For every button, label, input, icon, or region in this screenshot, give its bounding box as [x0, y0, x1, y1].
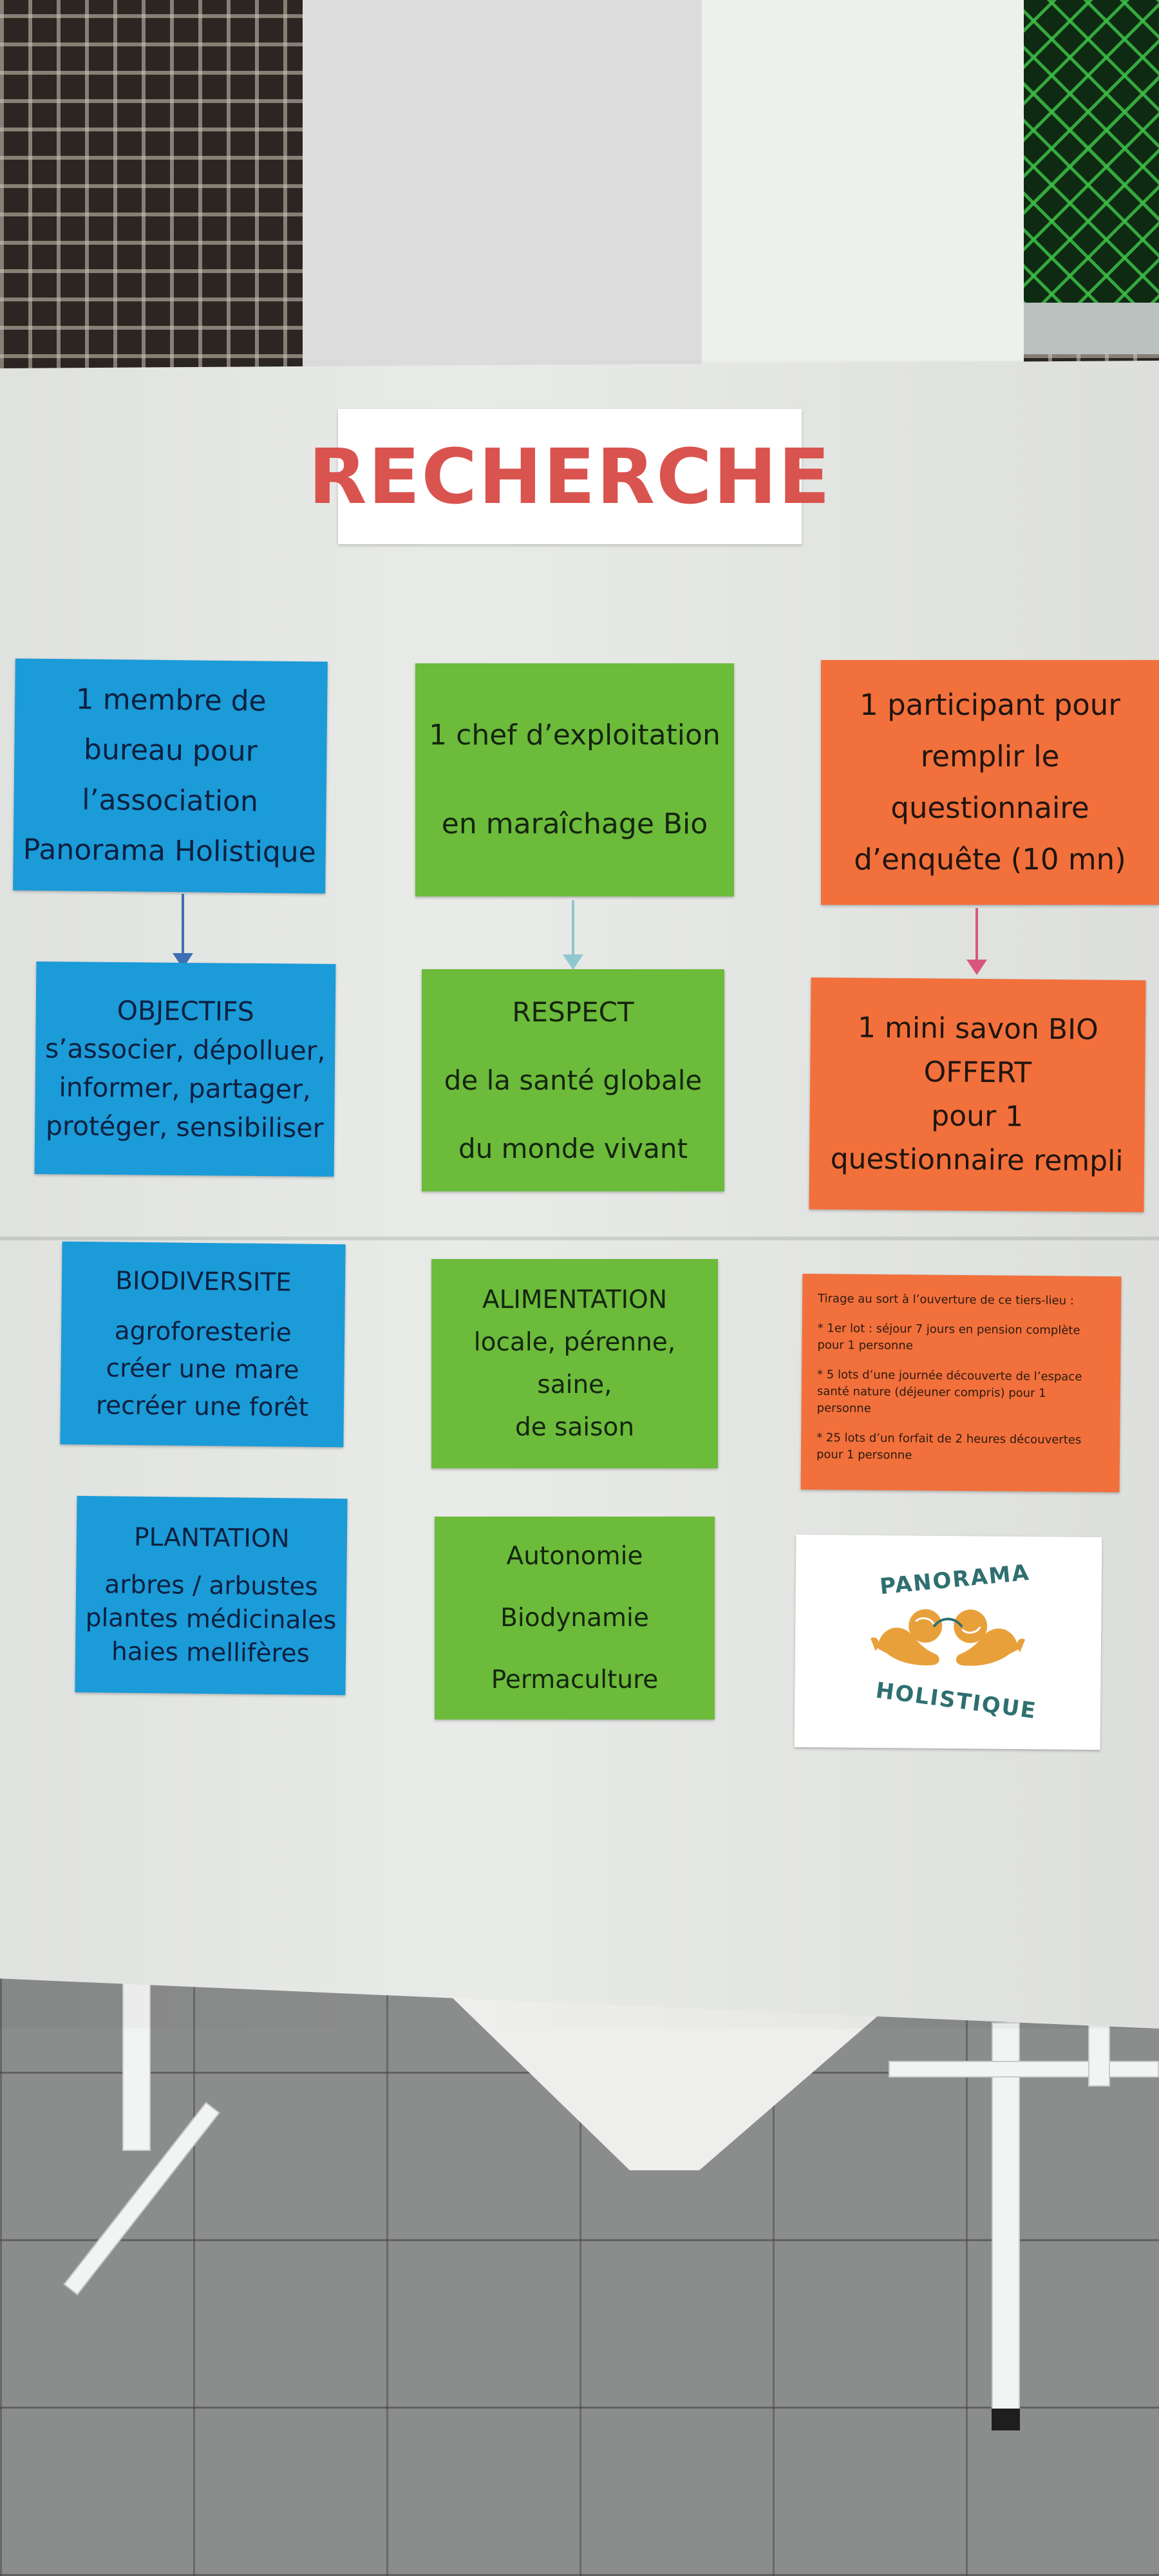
card-line: 1 membre de: [75, 683, 267, 718]
card-respect: RESPECT de la santé globale du monde viv…: [422, 969, 724, 1191]
card-line: Panorama Holistique: [23, 833, 317, 869]
card-lottery: Tirage au sort à l’ouverture de ce tiers…: [800, 1273, 1122, 1493]
card-line: de la santé globale: [444, 1064, 702, 1096]
card-line: OBJECTIFS: [117, 995, 255, 1027]
card-line: recréer une forêt: [95, 1390, 309, 1423]
stand-rear-leg: [1088, 2022, 1110, 2087]
pillar-right: [702, 0, 1024, 367]
green-lit-ceiling: [1017, 0, 1159, 335]
card-line: remplir le: [920, 739, 1060, 773]
board-title: RECHERCHE: [308, 432, 832, 521]
lottery-intro: Tirage au sort à l’ouverture de ce tiers…: [818, 1292, 1074, 1308]
card-line: de saison: [514, 1412, 635, 1442]
pillar: [303, 0, 702, 386]
card-objectives: OBJECTIFS s’associer, dépolluer, informe…: [34, 961, 336, 1177]
card-line: du monde vivant: [458, 1132, 688, 1164]
stand-rear-bar: [889, 2061, 1159, 2078]
lottery-prize-line: pour 1 personne: [817, 1338, 913, 1353]
card-practices: Autonomie Biodynamie Permaculture: [435, 1517, 715, 1719]
card-line: questionnaire rempli: [830, 1142, 1124, 1178]
card-line: d’enquête (10 mn): [854, 842, 1126, 876]
card-soap-offer: 1 mini savon BIO OFFERT pour 1 questionn…: [809, 977, 1146, 1213]
stand-leg-right-cap: [992, 2409, 1020, 2430]
card-line: informer, partager,: [59, 1072, 312, 1105]
card-line: l’association: [82, 783, 259, 819]
card-line: haies mellifères: [111, 1636, 310, 1669]
lottery-prize-line: personne: [816, 1401, 871, 1416]
lottery-prize-line: * 25 lots d’un forfait de 2 heures décou…: [816, 1431, 1082, 1447]
card-line: locale, pérenne,: [473, 1327, 676, 1357]
card-biodiversity: BIODIVERSITE agroforesterie créer une ma…: [60, 1241, 346, 1448]
card-line: 1 chef d’exploitation: [429, 719, 721, 752]
card-line: BIODIVERSITE: [115, 1266, 292, 1297]
card-line: pour 1: [931, 1099, 1024, 1133]
arrow-down-pink: [966, 908, 987, 975]
card-line: arbres / arbustes: [104, 1569, 319, 1602]
board-seam: [0, 1236, 1159, 1240]
stand-leg-right: [992, 2022, 1020, 2421]
arrow-down-teal: [563, 900, 583, 970]
card-line: 1 mini savon BIO: [857, 1011, 1098, 1046]
card-line: plantes médicinales: [85, 1603, 337, 1635]
card-line: agroforesterie: [114, 1316, 292, 1347]
title-card: RECHERCHE: [308, 409, 830, 544]
card-line: Biodynamie: [500, 1603, 649, 1633]
wall-segment: [1017, 303, 1159, 354]
card-line: OFFERT: [923, 1056, 1032, 1090]
card-line: ALIMENTATION: [482, 1285, 667, 1314]
card-line: questionnaire: [890, 791, 1089, 825]
card-planting: PLANTATION arbres / arbustes plantes méd…: [75, 1495, 348, 1696]
card-line: Permaculture: [491, 1665, 659, 1694]
card-food: ALIMENTATION locale, pérenne, saine, de …: [431, 1259, 718, 1468]
card-bureau-member: 1 membre de bureau pour l’association Pa…: [13, 658, 328, 894]
card-line: bureau pour: [83, 733, 258, 768]
card-line: RESPECT: [512, 996, 634, 1028]
lottery-prize-line: santé nature (déjeuner compris) pour 1: [816, 1385, 1046, 1401]
lottery-prize-line: * 5 lots d’une journée découverte de l’e…: [817, 1368, 1082, 1384]
lottery-prize-line: pour 1 personne: [816, 1448, 912, 1463]
lottery-prize-line: * 1er lot : séjour 7 jours en pension co…: [817, 1321, 1080, 1338]
card-line: créer une mare: [106, 1353, 299, 1385]
card-line: protéger, sensibiliser: [45, 1110, 324, 1144]
arrow-down-blue: [173, 894, 193, 969]
logo-card: PANORAMA HOLISTIQUE: [794, 1534, 1102, 1750]
card-line: saine,: [537, 1370, 612, 1399]
card-farm-manager: 1 chef d’exploitation en maraîchage Bio: [415, 663, 734, 896]
card-line: PLANTATION: [133, 1522, 290, 1553]
card-line: en maraîchage Bio: [441, 808, 708, 840]
card-line: s’associer, dépolluer,: [44, 1033, 326, 1066]
hands-globe-logo-icon: [871, 1609, 1026, 1666]
card-line: Autonomie: [506, 1541, 643, 1571]
card-survey-participant: 1 participant pour remplir le questionna…: [821, 660, 1159, 905]
card-line: 1 participant pour: [860, 688, 1120, 722]
